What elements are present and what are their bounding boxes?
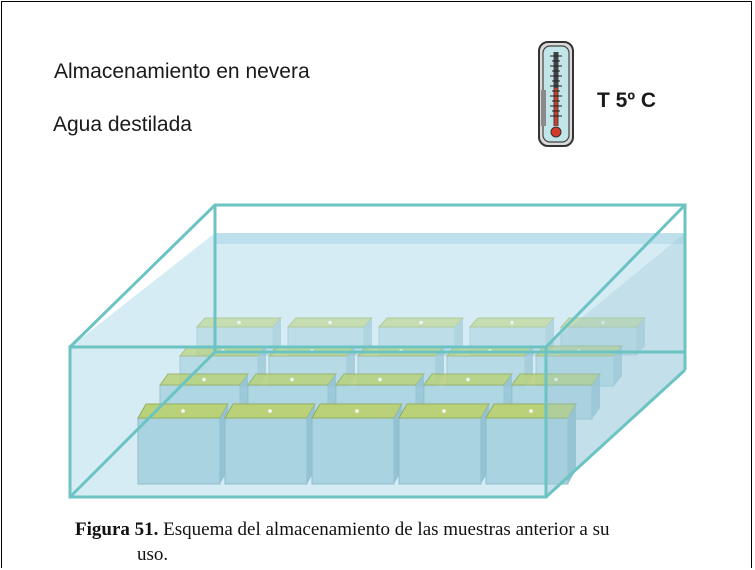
caption-text-line2: uso.: [137, 544, 169, 565]
thermometer-icon: [538, 41, 574, 147]
water-label: Agua destilada: [53, 113, 192, 136]
caption-text-line1: Esquema del almacenamiento de las muestr…: [163, 519, 610, 540]
sample-block: [137, 403, 229, 485]
temperature-label: T 5º C: [597, 89, 657, 112]
water-surface: [215, 233, 685, 244]
sample-block: [224, 403, 316, 485]
sample-block: [398, 403, 490, 485]
caption-number: Figura 51.: [75, 519, 159, 540]
sample-block: [311, 403, 403, 485]
tank-side-panel: [546, 233, 685, 497]
storage-label: Almacenamiento en nevera: [54, 60, 310, 83]
figure-caption: Figura 51. Esquema del almacenamiento de…: [75, 517, 735, 567]
tank-outline: [68, 203, 687, 499]
sample-block: [485, 403, 577, 485]
